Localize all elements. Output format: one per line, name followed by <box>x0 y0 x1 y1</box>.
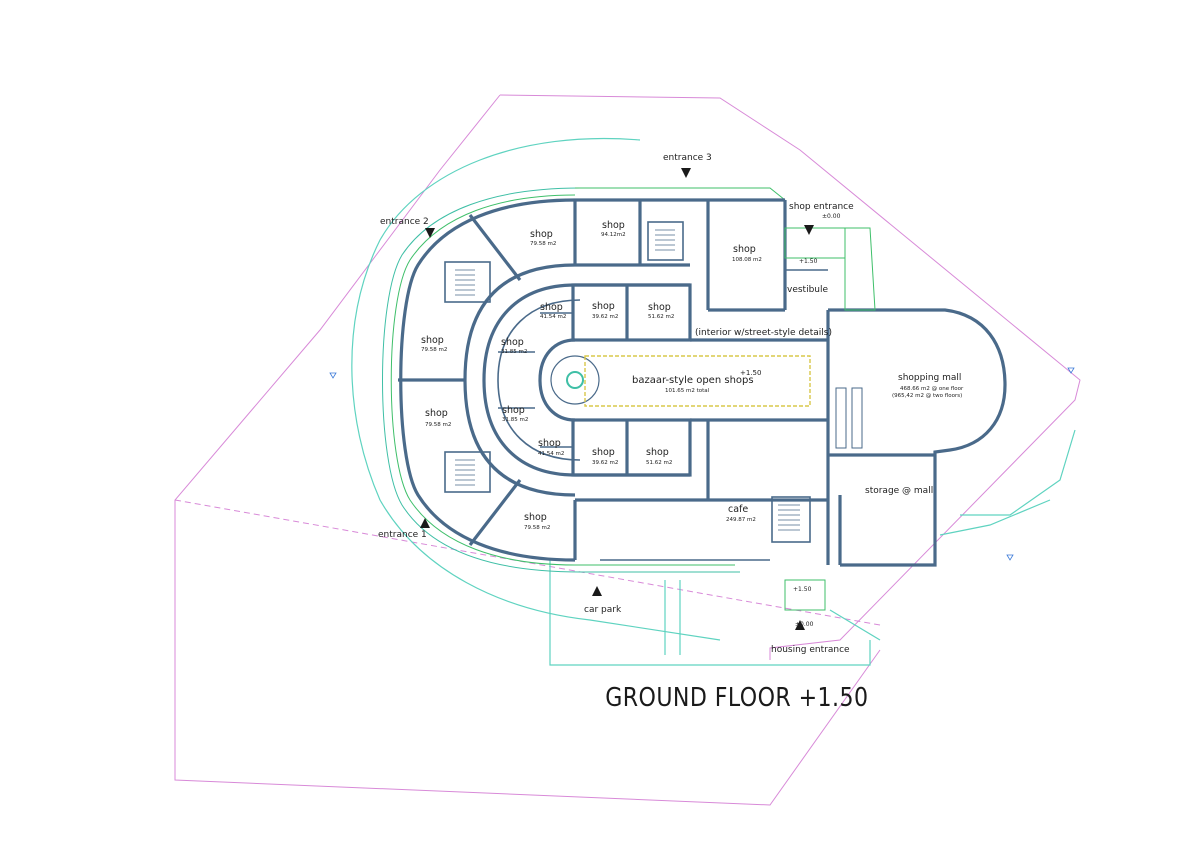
shop-left-lower-name: shop <box>425 408 448 419</box>
shopping-mall-area-1: 468.66 m2 @ one floor <box>900 386 964 392</box>
shop-inner-3-name: shop <box>648 302 671 313</box>
shop-inner-5-name: shop <box>502 405 525 416</box>
shop-top-left-area: 79.58 m2 <box>530 241 556 247</box>
shop-top-left-name: shop <box>530 229 553 240</box>
shop-inner-8-area: 51.62 m2 <box>646 460 672 466</box>
shop-inner-4-name: shop <box>501 337 524 348</box>
shop-inner-2-name: shop <box>592 301 615 312</box>
shop-left-lower-area: 79.58 m2 <box>425 422 451 428</box>
shop-inner-1-area: 41.54 m2 <box>540 314 566 320</box>
shop-top-right-area: 108.08 m2 <box>732 257 762 263</box>
site-boundary <box>174 94 1081 806</box>
entrance-markers <box>420 168 814 630</box>
building-facade <box>382 187 786 573</box>
shop-top-right-name: shop <box>733 244 756 255</box>
shop-inner-3-area: 51.62 m2 <box>648 314 674 320</box>
bazaar-name: bazaar-style open shops <box>632 375 754 386</box>
car-park-arrow <box>592 586 602 596</box>
cafe-area: 249.87 m2 <box>726 517 756 523</box>
site-markers <box>329 367 1075 561</box>
shop-inner-1-name: shop <box>540 302 563 313</box>
spiral-stair <box>550 355 600 405</box>
entrance-1-arrow <box>420 518 430 528</box>
interior-note: (interior w/street-style details) <box>695 328 832 338</box>
shopping-mall-area-2: (965,42 m2 @ two floors) <box>892 393 962 399</box>
shop-inner-4-area: 31.85 m2 <box>501 349 527 355</box>
stair-hatching <box>455 229 800 531</box>
escalators <box>835 387 863 449</box>
shop-entrance-arrow <box>804 225 814 235</box>
shop-bottom-left-name: shop <box>524 512 547 523</box>
entrance-2-arrow <box>425 228 435 238</box>
shop-top-name: shop <box>602 220 625 231</box>
shop-inner-6-name: shop <box>538 438 561 449</box>
landscape-lines <box>351 137 1076 666</box>
vestibule-label: vestibule <box>787 285 828 295</box>
shop-inner-2-area: 39.62 m2 <box>592 314 618 320</box>
bazaar-area: 101.65 m2 total <box>665 388 710 394</box>
shop-top-area: 94.12m2 <box>601 232 626 238</box>
entrance-3-arrow <box>681 168 691 178</box>
housing-level: ±0.00 <box>795 621 814 628</box>
shop-inner-7-area: 39.62 m2 <box>592 460 618 466</box>
vestibule-level: +1.50 <box>799 258 818 265</box>
entrance-3-label: entrance 3 <box>663 153 712 163</box>
shop-bottom-left-area: 79.58 m2 <box>524 525 550 531</box>
housing-entrance-label: housing entrance <box>771 645 850 655</box>
car-park-label: car park <box>584 605 622 615</box>
shop-entrance-steps <box>784 227 876 311</box>
cafe-stair-level: +1.50 <box>793 586 812 593</box>
shop-left-upper-name: shop <box>421 335 444 346</box>
storage-name: storage @ mall <box>865 486 933 496</box>
plan-title: GROUND FLOOR +1.50 <box>605 682 868 712</box>
shop-inner-6-area: 41.54 m2 <box>538 451 564 457</box>
housing-entrance-steps <box>784 579 826 611</box>
housing-entrance-arrow <box>795 620 805 630</box>
entrance-1-label: entrance 1 <box>378 530 427 540</box>
plan-labels: entrance 2 entrance 3 shop entrance ±0.0… <box>378 153 964 655</box>
building-walls <box>398 198 1007 567</box>
bazaar-outline <box>584 355 811 407</box>
shop-entrance-label: shop entrance <box>789 202 854 212</box>
entrance-2-label: entrance 2 <box>380 217 429 227</box>
shop-inner-7-name: shop <box>592 447 615 458</box>
bazaar-level: +1.50 <box>740 369 761 377</box>
cafe-name: cafe <box>728 504 748 515</box>
shopping-mall-name: shopping mall <box>898 373 961 383</box>
shop-left-upper-area: 79.58 m2 <box>421 347 447 353</box>
shop-inner-5-area: 31.85 m2 <box>502 417 528 423</box>
shop-inner-8-name: shop <box>646 447 669 458</box>
shop-entrance-level: ±0.00 <box>822 213 841 220</box>
